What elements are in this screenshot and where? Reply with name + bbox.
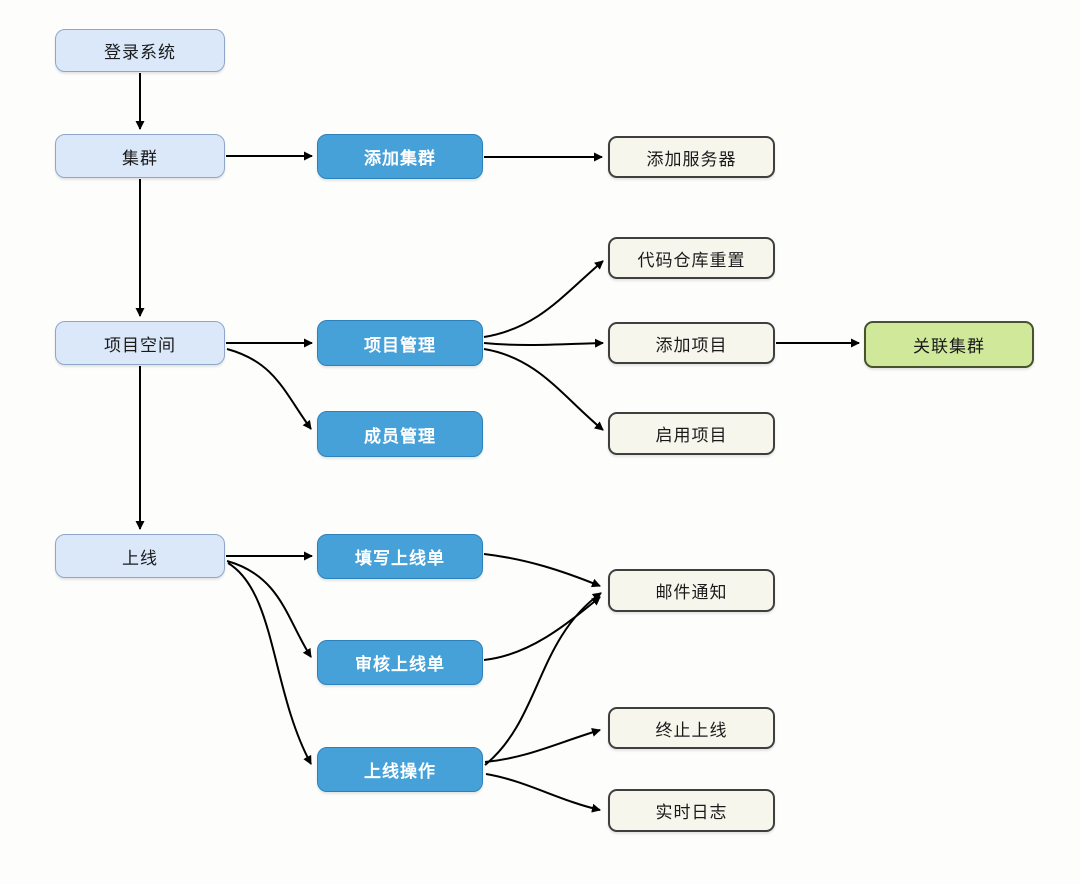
node-login: 登录系统 [55, 29, 225, 72]
node-fill-online-form: 填写上线单 [317, 534, 483, 579]
arrow-online-operation-to-email-notification [484, 592, 602, 766]
node-terminate-online: 终止上线 [608, 707, 775, 749]
node-review-online-form: 审核上线单 [317, 640, 483, 685]
node-cluster: 集群 [55, 134, 225, 178]
arrow-fill-online-form-to-email-notification [483, 553, 601, 588]
node-enable-project: 启用项目 [608, 412, 775, 455]
arrow-online-operation-to-realtime-log [485, 773, 601, 813]
arrow-online-operation-to-terminate-online [484, 728, 601, 763]
arrow-project-management-to-enable-project [483, 348, 604, 431]
arrow-project-management-to-code-repo-reset [483, 260, 604, 338]
node-realtime-log: 实时日志 [608, 789, 775, 832]
node-online-operation: 上线操作 [317, 747, 483, 792]
arrow-review-online-form-to-email-notification [483, 596, 601, 661]
node-member-management: 成员管理 [317, 411, 483, 457]
arrow-project-space-to-member-management [226, 348, 312, 430]
arrow-project-management-to-add-project [483, 338, 604, 348]
node-add-cluster: 添加集群 [317, 134, 483, 179]
node-project-space: 项目空间 [55, 321, 225, 365]
node-email-notification: 邮件通知 [608, 569, 775, 612]
node-project-management: 项目管理 [317, 320, 483, 366]
node-link-cluster: 关联集群 [864, 321, 1034, 368]
node-add-project: 添加项目 [608, 322, 775, 364]
node-add-server: 添加服务器 [608, 136, 775, 178]
arrow-online-to-online-operation [227, 562, 312, 765]
arrow-online-to-review-online-form [226, 560, 312, 658]
node-code-repo-reset: 代码仓库重置 [608, 237, 775, 279]
node-online: 上线 [55, 534, 225, 578]
